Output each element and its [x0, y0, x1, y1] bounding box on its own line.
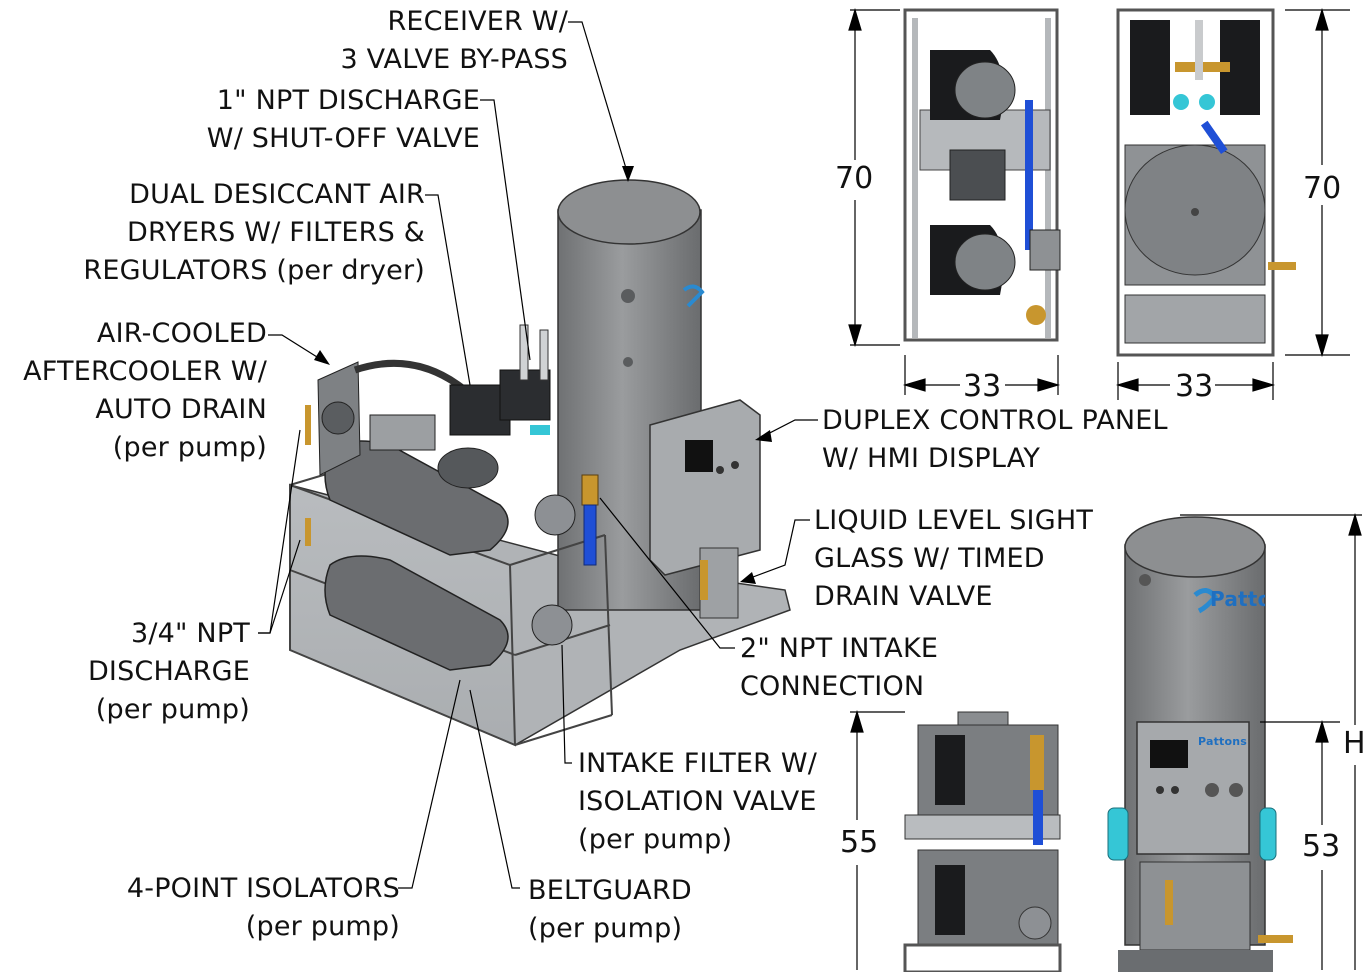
callout-intake-filter: INTAKE FILTER W/ ISOLATION VALVE (per pu…	[578, 745, 817, 859]
callout-line: DRYERS W/ FILTERS &	[127, 217, 425, 248]
callout-line: W/ SHUT-OFF VALVE	[206, 123, 480, 154]
callout-line: DRAIN VALVE	[814, 581, 993, 612]
callout-line: (per pump)	[578, 824, 733, 855]
dim-tank-height: H	[1343, 726, 1366, 761]
callout-line: 2" NPT INTAKE	[740, 633, 939, 664]
callout-line: ISOLATION VALVE	[578, 786, 817, 817]
dim-front-height: 70	[1303, 171, 1342, 206]
callout-1in-discharge: 1" NPT DISCHARGE W/ SHUT-OFF VALVE	[207, 82, 480, 158]
pump-lower	[324, 555, 573, 671]
callout-line: DUPLEX CONTROL PANEL	[822, 405, 1168, 436]
dim-panel-height: 53	[1302, 829, 1341, 864]
pump-upper	[324, 414, 576, 556]
callout-control-panel: DUPLEX CONTROL PANEL W/ HMI DISPLAY	[822, 402, 1168, 478]
side-view	[848, 7, 1061, 395]
aftercooler	[317, 359, 468, 476]
desiccant-dryers	[449, 324, 551, 436]
dim-side-height: 70	[835, 161, 874, 196]
callout-line: AFTERCOOLER W/	[23, 356, 267, 387]
piping	[305, 405, 599, 566]
dim-front-width: 33	[1175, 369, 1214, 404]
dim-side-width: 33	[963, 369, 1002, 404]
tank-panel-view	[1107, 512, 1362, 972]
main-isometric-unit	[289, 179, 791, 747]
callout-line: AUTO DRAIN	[95, 394, 267, 425]
callout-sight-glass: LIQUID LEVEL SIGHT GLASS W/ TIMED DRAIN …	[814, 502, 1093, 616]
callout-line: (per pump)	[528, 913, 683, 944]
callout-line: (per pump)	[112, 432, 267, 463]
callout-line: 4-POINT ISOLATORS	[126, 873, 400, 904]
callout-beltguard: BELTGUARD (per pump)	[528, 872, 692, 948]
pump-side-view	[850, 709, 1062, 972]
front-view	[1115, 7, 1350, 400]
callout-line: (per pump)	[245, 911, 400, 942]
callout-line: 3/4" NPT	[130, 618, 250, 649]
callout-line: 1" NPT DISCHARGE	[216, 85, 480, 116]
control-panel	[649, 399, 761, 619]
callout-isolators: 4-POINT ISOLATORS (per pump)	[127, 870, 400, 946]
callout-line: DUAL DESICCANT AIR	[129, 179, 425, 210]
callout-receiver: RECEIVER W/ 3 VALVE BY-PASS	[340, 3, 568, 79]
brand-logo-tank: Pattons	[1210, 587, 1265, 611]
brand-logo-panel: Pattons	[1198, 735, 1248, 748]
callout-line: LIQUID LEVEL SIGHT	[814, 505, 1094, 536]
callout-34-discharge: 3/4" NPT DISCHARGE (per pump)	[88, 615, 250, 729]
callout-line: 3 VALVE BY-PASS	[340, 44, 568, 75]
leader-lines	[258, 21, 818, 889]
callout-line: REGULATORS (per dryer)	[83, 255, 425, 286]
callout-line: AIR-COOLED	[96, 318, 267, 349]
callout-line: W/ HMI DISPLAY	[822, 443, 1041, 474]
callout-line: CONNECTION	[740, 671, 925, 702]
callout-line: INTAKE FILTER W/	[578, 748, 818, 779]
callout-aftercooler: AIR-COOLED AFTERCOOLER W/ AUTO DRAIN (pe…	[23, 315, 267, 467]
callout-dryers: DUAL DESICCANT AIR DRYERS W/ FILTERS & R…	[83, 176, 425, 290]
callout-line: RECEIVER W/	[387, 6, 568, 37]
dim-pump-height: 55	[840, 825, 879, 860]
callout-line: GLASS W/ TIMED	[814, 543, 1045, 574]
callout-line: DISCHARGE	[87, 656, 250, 687]
callout-2in-intake: 2" NPT INTAKE CONNECTION	[740, 630, 938, 706]
callout-line: (per pump)	[95, 694, 250, 725]
callout-line: BELTGUARD	[528, 875, 692, 906]
